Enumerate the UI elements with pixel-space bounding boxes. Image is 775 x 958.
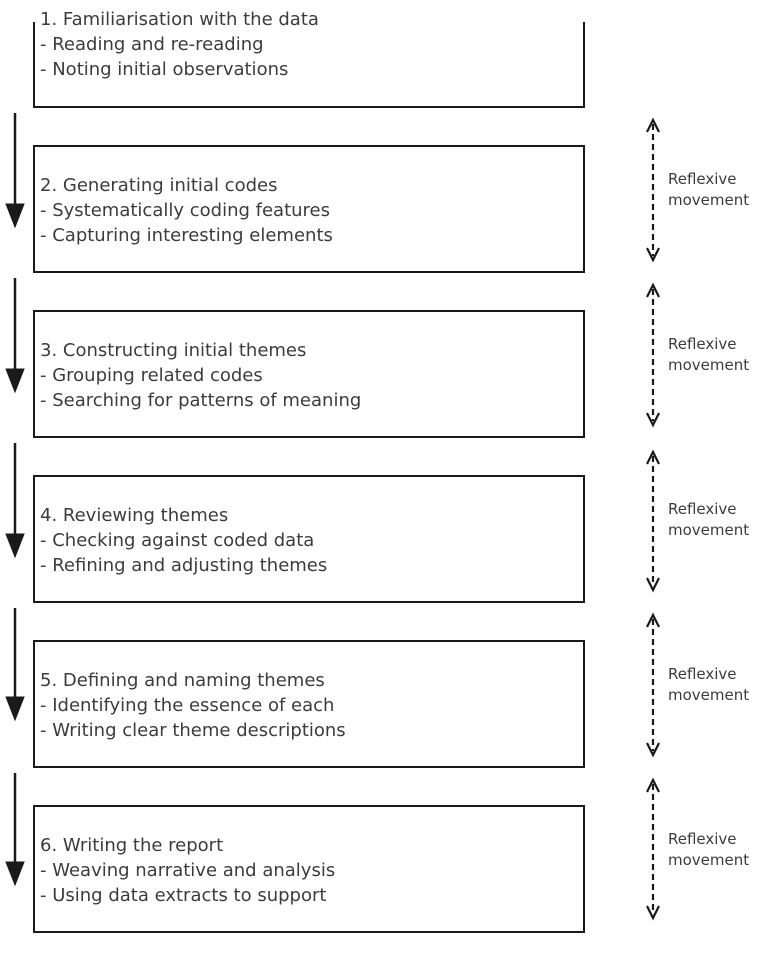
phase-box-2: 2. Generating initial codes - Systematic…: [33, 145, 585, 273]
reflexive-arrow-3: [646, 449, 660, 593]
phase-box-3-text: 3. Constructing initial themes - Groupin…: [35, 312, 583, 413]
phase-bullet: - Checking against coded data: [40, 530, 315, 551]
phase-bullet: - Noting initial observations: [40, 59, 289, 80]
reflexive-label-3: Reflexive movement: [668, 499, 772, 541]
phase-bullet: - Using data extracts to support: [40, 885, 327, 906]
flow-arrow-2: [5, 278, 25, 394]
phase-bullet: - Grouping related codes: [40, 365, 263, 386]
phase-box-1: 1. Familiarisation with the data - Readi…: [33, 9, 585, 108]
phase-box-6: 6. Writing the report - Weaving narrativ…: [33, 805, 585, 933]
phase-title: 5. Defining and naming themes: [40, 670, 325, 691]
reflexive-label-line: movement: [668, 521, 750, 539]
reflexive-label-line: movement: [668, 686, 750, 704]
phase-title: 4. Reviewing themes: [40, 505, 229, 526]
flow-arrow-1: [5, 113, 25, 229]
phase-box-2-text: 2. Generating initial codes - Systematic…: [35, 147, 583, 248]
flow-arrow-4: [5, 608, 25, 722]
flow-arrow-3: [5, 443, 25, 559]
reflexive-label-line: movement: [668, 851, 750, 869]
phase-title: 2. Generating initial codes: [40, 175, 278, 196]
reflexive-label-line: movement: [668, 191, 750, 209]
reflexive-label-1: Reflexive movement: [668, 169, 772, 211]
reflexive-label-line: Reflexive: [668, 500, 737, 518]
phase-title: 3. Constructing initial themes: [40, 340, 307, 361]
phase-box-5: 5. Defining and naming themes - Identify…: [33, 640, 585, 768]
phase-bullet: - Searching for patterns of meaning: [40, 390, 362, 411]
phase-box-1-text: 1. Familiarisation with the data - Readi…: [35, 7, 583, 82]
reflexive-arrow-2: [646, 282, 660, 428]
phase-bullet: - Reading and re-reading: [40, 34, 264, 55]
phase-title: 6. Writing the report: [40, 835, 224, 856]
reflexive-arrow-4: [646, 612, 660, 758]
reflexive-label-line: Reflexive: [668, 830, 737, 848]
reflexive-label-line: Reflexive: [668, 335, 737, 353]
flow-arrow-5: [5, 773, 25, 887]
phase-bullet: - Systematically coding features: [40, 200, 330, 221]
phase-title: 1. Familiarisation with the data: [40, 9, 319, 30]
reflexive-label-2: Reflexive movement: [668, 334, 772, 376]
phase-box-5-text: 5. Defining and naming themes - Identify…: [35, 642, 583, 743]
reflexive-label-line: movement: [668, 356, 750, 374]
phase-bullet: - Weaving narrative and analysis: [40, 860, 336, 881]
phase-bullet: - Writing clear theme descriptions: [40, 720, 346, 741]
reflexive-label-line: Reflexive: [668, 170, 737, 188]
phase-box-6-text: 6. Writing the report - Weaving narrativ…: [35, 807, 583, 908]
phase-bullet: - Refining and adjusting themes: [40, 555, 328, 576]
reflexive-label-5: Reflexive movement: [668, 829, 772, 871]
phase-bullet: - Capturing interesting elements: [40, 225, 333, 246]
phase-bullet: - Identifying the essence of each: [40, 695, 335, 716]
phase-box-3: 3. Constructing initial themes - Groupin…: [33, 310, 585, 438]
reflexive-label-4: Reflexive movement: [668, 664, 772, 706]
reflexive-label-line: Reflexive: [668, 665, 737, 683]
reflexive-arrow-5: [646, 777, 660, 921]
reflexive-arrow-1: [646, 117, 660, 263]
phase-box-4-text: 4. Reviewing themes - Checking against c…: [35, 477, 583, 578]
phase-box-4: 4. Reviewing themes - Checking against c…: [33, 475, 585, 603]
